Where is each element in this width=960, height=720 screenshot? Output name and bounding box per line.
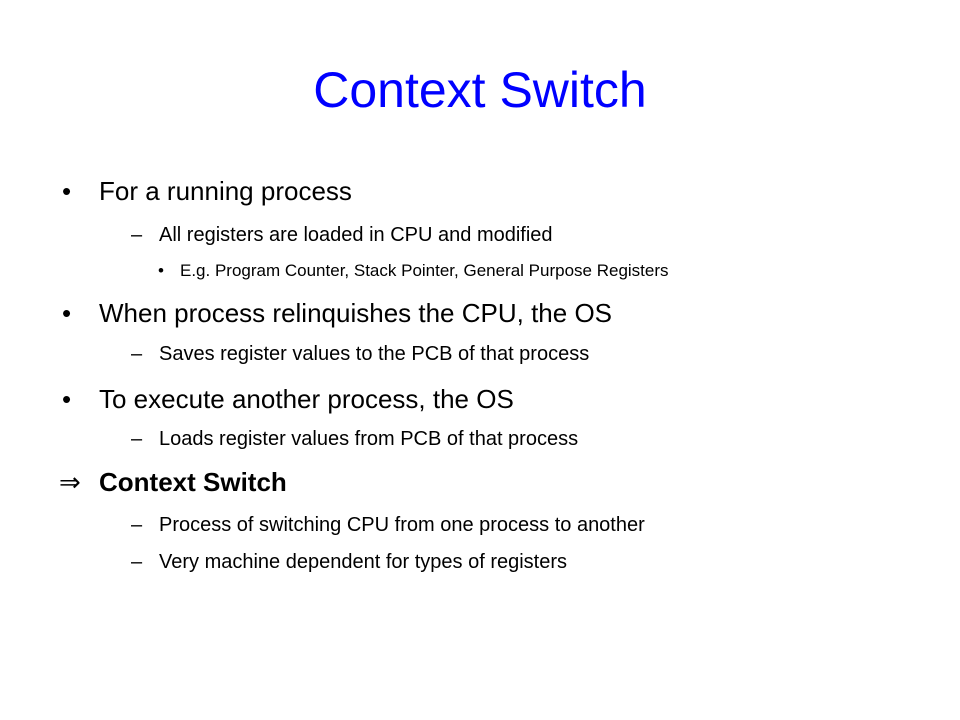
sub-sub-bullet-text: E.g. Program Counter, Stack Pointer, Gen… (180, 261, 669, 280)
bullet-text: For a running process (99, 176, 352, 206)
bullet-text: When process relinquishes the CPU, the O… (99, 298, 613, 328)
bullet-dot-icon: • (62, 384, 72, 414)
dash-icon: – (131, 343, 143, 365)
sub-bullet-text: Very machine dependent for types of regi… (159, 551, 568, 573)
bullet-dot-icon: • (158, 261, 164, 280)
bullet-dot-icon: • (62, 176, 72, 206)
dash-icon: – (131, 514, 143, 536)
dash-icon: – (131, 224, 143, 246)
sub-bullet-text: Process of switching CPU from one proces… (159, 514, 645, 536)
bullet-text: To execute another process, the OS (99, 384, 514, 414)
implies-arrow-icon: ⇒ (59, 467, 81, 497)
dash-icon: – (131, 428, 143, 450)
implies-text: Context Switch (99, 467, 287, 497)
bullet-dot-icon: • (62, 298, 72, 328)
dash-icon: – (131, 551, 143, 573)
sub-bullet-text: All registers are loaded in CPU and modi… (159, 224, 553, 246)
slide-title: Context Switch (313, 62, 647, 118)
sub-bullet-text: Loads register values from PCB of that p… (159, 428, 579, 450)
sub-bullet-text: Saves register values to the PCB of that… (159, 343, 590, 365)
